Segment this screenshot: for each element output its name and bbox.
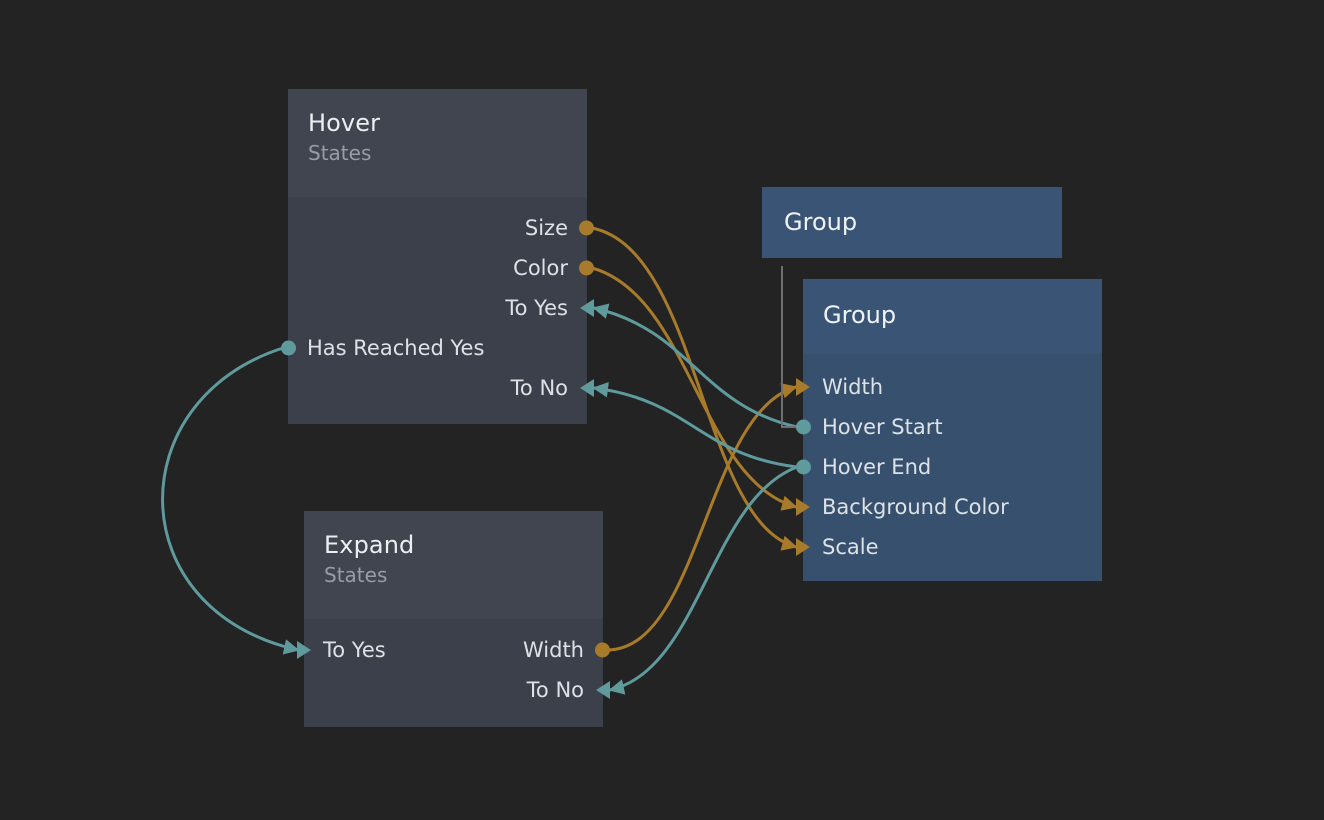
port-out-width[interactable]: Width bbox=[522, 635, 610, 665]
node-title: Expand bbox=[324, 531, 415, 559]
edge-hoverend-to-expand-tono[interactable] bbox=[608, 465, 799, 695]
port-socket-arrow[interactable] bbox=[596, 681, 610, 699]
port-in-to-yes[interactable]: To Yes bbox=[297, 635, 386, 665]
port-socket-arrow[interactable] bbox=[796, 538, 810, 556]
port-out-to-no[interactable]: To No bbox=[526, 675, 610, 705]
port-socket-dot[interactable] bbox=[579, 220, 594, 236]
port-out-color[interactable]: Color bbox=[513, 253, 594, 283]
edge-hoverend-to-tono[interactable] bbox=[592, 382, 799, 469]
port-label: Color bbox=[513, 256, 568, 280]
port-socket-arrow[interactable] bbox=[796, 378, 810, 396]
port-in-scale[interactable]: Scale bbox=[796, 532, 879, 562]
node-body: To Yes Width To No bbox=[297, 619, 610, 727]
node-header[interactable]: Group bbox=[803, 279, 1102, 354]
port-label: To No bbox=[510, 376, 568, 400]
node-title: Group bbox=[823, 301, 897, 329]
port-label: Hover End bbox=[822, 455, 932, 479]
port-in-hover-end[interactable]: Hover End bbox=[796, 452, 932, 482]
edge-color-to-background[interactable] bbox=[590, 266, 798, 511]
port-label: Scale bbox=[822, 535, 879, 559]
port-socket-dot[interactable] bbox=[796, 459, 811, 475]
port-socket-dot[interactable] bbox=[796, 419, 811, 435]
port-label: To Yes bbox=[505, 296, 568, 320]
port-out-to-yes[interactable]: To Yes bbox=[505, 293, 594, 323]
port-out-size[interactable]: Size bbox=[524, 213, 594, 243]
port-label: Has Reached Yes bbox=[307, 336, 485, 360]
port-in-background-color[interactable]: Background Color bbox=[796, 492, 1009, 522]
port-in-width[interactable]: Width bbox=[796, 372, 884, 402]
port-socket-arrow[interactable] bbox=[796, 498, 810, 516]
port-socket-dot[interactable] bbox=[579, 260, 594, 276]
edge-expand-width-to-width[interactable] bbox=[606, 383, 798, 652]
port-label: Background Color bbox=[822, 495, 1009, 519]
edge-reachedyes-to-expand-yes[interactable] bbox=[161, 346, 300, 655]
node-group-frame[interactable]: Group bbox=[762, 187, 1062, 258]
edge-size-to-scale[interactable] bbox=[590, 226, 798, 551]
group-frame-connector-horizontal bbox=[781, 426, 797, 428]
node-subtitle: States bbox=[308, 141, 372, 165]
port-label: Size bbox=[524, 216, 568, 240]
edge-hoverstart-to-toyes[interactable] bbox=[592, 303, 799, 429]
node-subtitle: States bbox=[324, 563, 388, 587]
port-socket-arrow[interactable] bbox=[297, 641, 311, 659]
node-title: Hover bbox=[308, 109, 381, 137]
port-in-hover-start[interactable]: Hover Start bbox=[796, 412, 943, 442]
port-out-to-no[interactable]: To No bbox=[510, 373, 594, 403]
port-in-has-reached-yes[interactable]: Has Reached Yes bbox=[281, 333, 485, 363]
port-label: Width bbox=[522, 638, 584, 662]
port-label: Hover Start bbox=[822, 415, 943, 439]
port-socket-dot[interactable] bbox=[281, 340, 296, 356]
port-label: Width bbox=[822, 375, 884, 399]
port-label: To No bbox=[526, 678, 584, 702]
node-title: Group bbox=[784, 208, 858, 236]
port-socket-arrow[interactable] bbox=[580, 379, 594, 397]
port-socket-arrow[interactable] bbox=[580, 299, 594, 317]
group-frame-connector-vertical bbox=[781, 266, 783, 427]
port-socket-dot[interactable] bbox=[595, 642, 610, 658]
port-label: To Yes bbox=[323, 638, 386, 662]
